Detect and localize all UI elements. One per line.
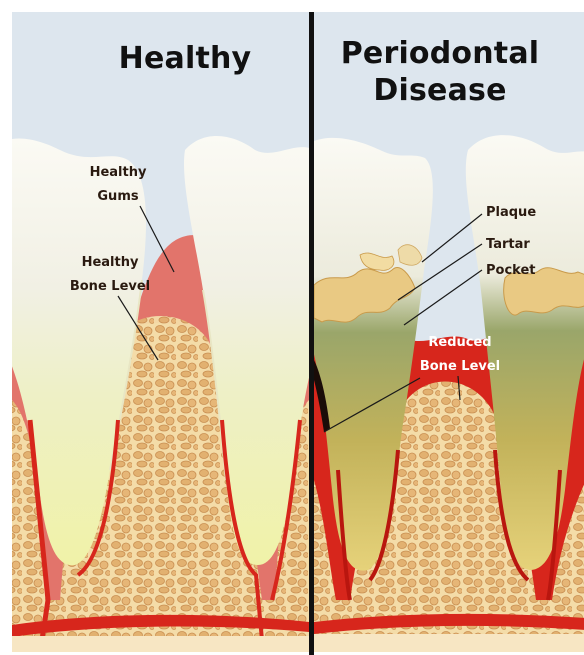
label-plaque: Plaque xyxy=(486,205,536,220)
healthy-panel xyxy=(0,12,320,655)
label-reduced-bone-line1: Reduced xyxy=(428,335,491,350)
label-reduced-bone-line2: Bone Level xyxy=(420,359,500,374)
label-healthy-bone-line1: Healthy xyxy=(82,255,139,270)
label-healthy-gums-line2: Gums xyxy=(97,189,138,204)
label-pocket: Pocket xyxy=(486,263,536,278)
label-healthy-gums-line1: Healthy xyxy=(90,165,147,180)
label-tartar: Tartar xyxy=(486,237,530,252)
label-healthy-bone-line2: Bone Level xyxy=(70,279,150,294)
disease-title-line2: Disease xyxy=(373,73,506,108)
disease-panel xyxy=(300,12,584,655)
healthy-title: Healthy xyxy=(119,41,252,76)
disease-title-line1: Periodontal xyxy=(341,36,540,71)
panel-divider xyxy=(309,12,314,655)
